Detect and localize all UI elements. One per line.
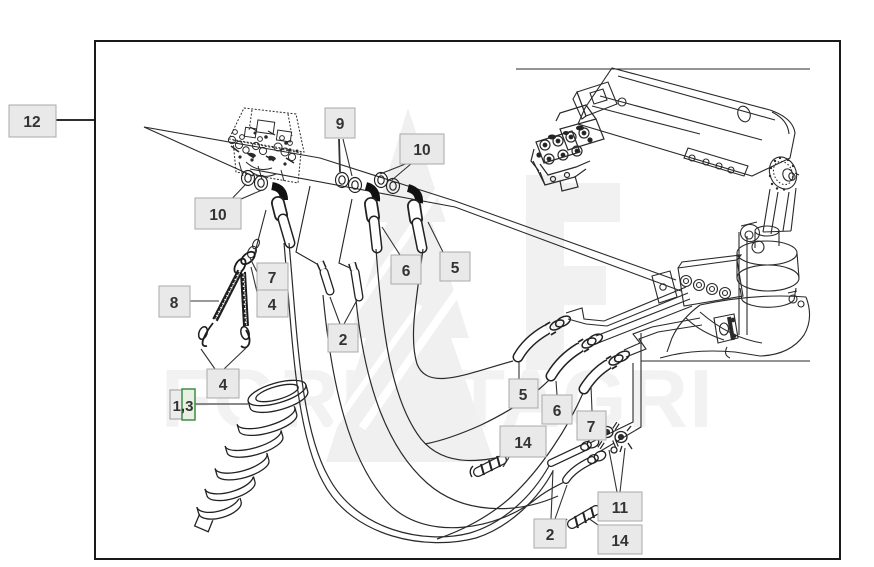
svg-text:10: 10 bbox=[413, 142, 430, 159]
svg-text:8: 8 bbox=[170, 295, 179, 312]
svg-text:2: 2 bbox=[546, 527, 555, 544]
svg-text:4: 4 bbox=[219, 377, 228, 394]
svg-text:14: 14 bbox=[514, 435, 532, 452]
svg-text:7: 7 bbox=[268, 270, 277, 287]
svg-text:14: 14 bbox=[611, 533, 629, 550]
svg-text:9: 9 bbox=[336, 116, 345, 133]
svg-text:12: 12 bbox=[23, 114, 40, 131]
svg-text:10: 10 bbox=[209, 207, 226, 224]
svg-text:11: 11 bbox=[612, 500, 629, 517]
svg-text:2: 2 bbox=[339, 332, 348, 349]
svg-text:5: 5 bbox=[451, 260, 460, 277]
svg-text:6: 6 bbox=[553, 403, 562, 420]
svg-text:1,3: 1,3 bbox=[173, 398, 194, 415]
svg-text:5: 5 bbox=[519, 387, 528, 404]
svg-text:4: 4 bbox=[268, 297, 277, 314]
svg-text:6: 6 bbox=[402, 263, 411, 280]
svg-text:7: 7 bbox=[587, 419, 596, 436]
